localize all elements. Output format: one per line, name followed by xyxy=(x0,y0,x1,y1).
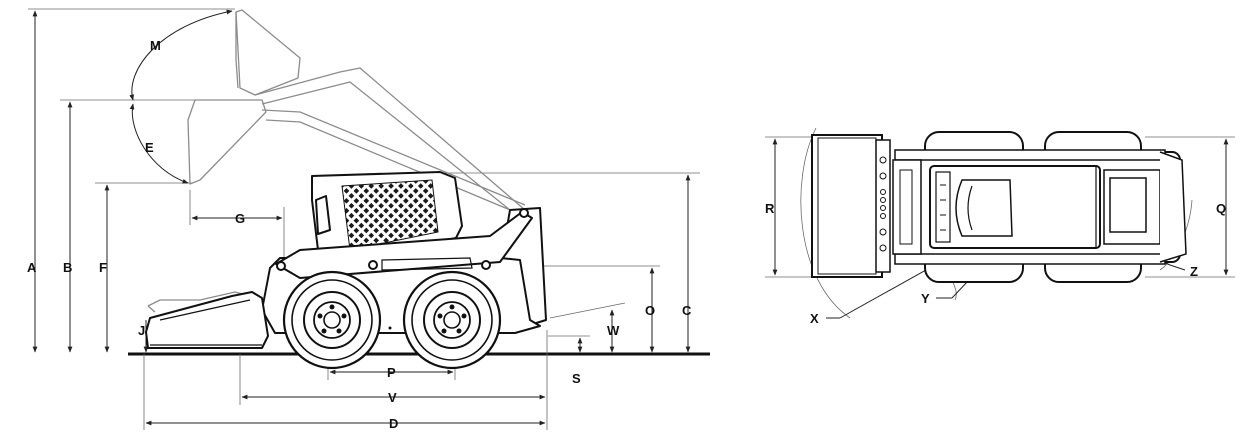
side-view: A B C D E F G J M O P S V W xyxy=(27,8,710,431)
label-z: Z xyxy=(1190,264,1198,279)
rear-wheel xyxy=(402,270,502,370)
front-wheel xyxy=(282,270,382,370)
label-o: O xyxy=(645,303,655,318)
label-y: Y xyxy=(921,291,930,306)
cab-mesh xyxy=(341,179,439,251)
top-extension-lines xyxy=(765,136,1235,278)
label-v: V xyxy=(388,390,397,405)
label-w: W xyxy=(607,323,620,338)
dimension-lines xyxy=(32,9,691,426)
label-d: D xyxy=(389,416,398,431)
label-s: S xyxy=(572,371,581,386)
top-chassis xyxy=(892,149,1187,265)
top-view: Q R X Y Z xyxy=(765,127,1235,326)
skid-steer-loader xyxy=(145,171,547,370)
label-e: E xyxy=(145,140,154,155)
label-b: B xyxy=(63,260,72,275)
side-view-labels: A B C D E F G J M O P S V W xyxy=(27,38,692,431)
label-r: R xyxy=(765,201,775,216)
label-g: G xyxy=(235,211,245,226)
label-a: A xyxy=(27,260,37,275)
label-x: X xyxy=(810,311,819,326)
label-f: F xyxy=(99,260,107,275)
top-bucket xyxy=(811,134,891,278)
raised-bucket-ghost xyxy=(235,9,526,215)
label-c: C xyxy=(682,303,692,318)
label-p: P xyxy=(387,365,396,380)
label-q: Q xyxy=(1216,201,1226,216)
label-m: M xyxy=(150,38,161,53)
label-j: J xyxy=(138,323,145,338)
top-view-labels: Q R X Y Z xyxy=(765,201,1226,326)
